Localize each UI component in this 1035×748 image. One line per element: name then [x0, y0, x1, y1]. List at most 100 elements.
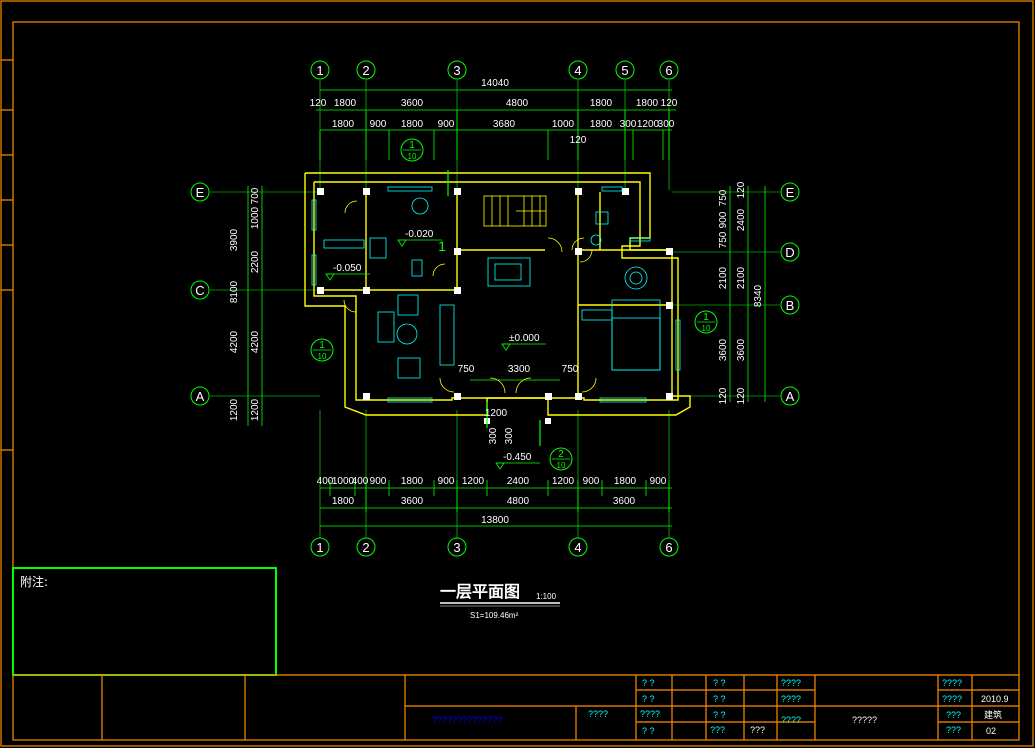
gridlines — [210, 80, 780, 538]
axis-bubble: B — [780, 295, 800, 315]
tb-q3: ??? — [946, 725, 961, 735]
axis-bubble: D — [780, 242, 800, 262]
dim-text: 900 — [438, 119, 455, 130]
axis-label: A — [196, 389, 205, 404]
tb-drawing-name: ????? — [852, 715, 877, 725]
dim-text: 300 — [488, 427, 499, 444]
dim-text: 700 — [250, 187, 261, 204]
axis-bubble: 2 — [356, 537, 376, 557]
section-den: 10 — [408, 152, 417, 161]
dim-text: 1800 — [332, 496, 355, 507]
dim-text: 2400 — [507, 476, 530, 487]
dim-text: 1800 — [332, 119, 355, 130]
dim-text: 1800 — [401, 476, 424, 487]
tb-q3: ??? — [946, 710, 961, 720]
axis-label: 2 — [362, 63, 369, 78]
axis-bubble: 4 — [568, 60, 588, 80]
dim-text: 1200 — [250, 398, 261, 421]
drawing-title-main: 一层平面图 — [440, 582, 520, 601]
dim-text: 1000 — [332, 476, 355, 487]
drawing-area: S1=109.46m² — [470, 611, 519, 620]
title-block — [13, 674, 1019, 740]
tb-mark: ? ? — [642, 726, 655, 736]
elevation-mark: -0.450 — [495, 452, 540, 470]
axis-bubble: 6 — [659, 537, 679, 557]
dim-text: 1800 — [401, 119, 424, 130]
dim-text: 750 — [458, 364, 475, 375]
axis-bubble: 2 — [356, 60, 376, 80]
axis-bubble: 1 — [310, 60, 330, 80]
axis-label: C — [195, 283, 204, 298]
tb-q3: ??? — [710, 725, 725, 735]
axis-bubble: 6 — [659, 60, 679, 80]
axis-label: B — [786, 298, 795, 313]
dim-text: 8100 — [229, 280, 240, 303]
dim-text: 1200 — [552, 476, 575, 487]
dim-text: 900 — [438, 476, 455, 487]
section-den: 10 — [557, 461, 566, 470]
dim-text: 300 — [620, 119, 637, 130]
axis-label: 2 — [362, 540, 369, 555]
axis-label: 4 — [574, 63, 581, 78]
axis-bubble: E — [780, 182, 800, 202]
dim-text: 1000 — [552, 119, 575, 130]
dim-text: 1800 — [590, 119, 613, 130]
axis-bubble: 5 — [615, 60, 635, 80]
axis-label: 1 — [316, 63, 323, 78]
furniture — [323, 197, 661, 379]
dim-text: 1800 — [334, 98, 357, 109]
dim-total: 8340 — [753, 284, 764, 307]
dim-text: 1200 — [637, 119, 660, 130]
elevation-layer: -0.020 -0.050 ±0.000 -0.450 — [325, 229, 546, 470]
elevation-mark: -0.020 — [397, 229, 442, 247]
axis-label: 6 — [665, 540, 672, 555]
elevation-text: ±0.000 — [509, 333, 540, 344]
tb-sheet: 02 — [986, 726, 996, 736]
windows — [311, 186, 681, 403]
tb-project: ?????????????? — [432, 715, 502, 725]
axis-bubble: 1 — [310, 537, 330, 557]
dim-text: 750 — [718, 231, 729, 248]
axis-label: E — [786, 185, 795, 200]
dim-text: 900 — [718, 211, 729, 228]
dim-text: 3900 — [229, 228, 240, 251]
dim-text: 1200 — [485, 408, 508, 419]
dim-text: 900 — [650, 476, 667, 487]
axis-bubble: 3 — [447, 60, 467, 80]
tb-mark: ? ? — [713, 694, 726, 704]
section-num: 2 — [558, 449, 564, 460]
drawing-title: 一层平面图 1:100 S1=109.46m² — [440, 582, 560, 620]
elevation-text: -0.050 — [333, 263, 362, 274]
dim-text: 2100 — [718, 266, 729, 289]
porch-marker — [447, 170, 541, 446]
tb-mark: ? ? — [713, 678, 726, 688]
elevation-text: -0.020 — [405, 229, 434, 240]
dim-text: 4800 — [507, 496, 530, 507]
dim-text: 2200 — [250, 250, 261, 273]
dim-total: 14040 — [481, 78, 509, 89]
dim-text: 3600 — [613, 496, 636, 507]
dim-text: 300 — [504, 427, 515, 444]
dim-text: 3600 — [718, 338, 729, 361]
dim-text: 900 — [583, 476, 600, 487]
walls — [304, 172, 691, 416]
dim-text: 4200 — [250, 330, 261, 353]
dim-text: 120 — [736, 181, 747, 198]
section-den: 10 — [318, 352, 327, 361]
dim-text: 4800 — [506, 98, 529, 109]
axis-bubble: A — [190, 386, 210, 406]
dim-text: 3600 — [736, 338, 747, 361]
columns — [317, 188, 673, 424]
dim-text: 3680 — [493, 119, 516, 130]
dim-text: 750 — [718, 189, 729, 206]
dim-text: 1800 — [636, 98, 659, 109]
tb-q3: ??? — [750, 725, 765, 735]
axis-label: 4 — [574, 540, 581, 555]
dim-text: 120 — [736, 387, 747, 404]
section-num: 1 — [319, 340, 325, 351]
